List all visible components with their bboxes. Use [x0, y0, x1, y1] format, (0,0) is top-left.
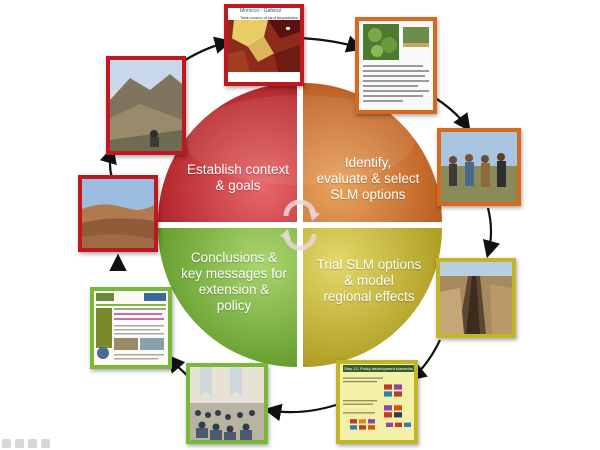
photo-newsletter[interactable] — [90, 287, 172, 369]
arrow-newsletter-to-hills — [109, 253, 127, 272]
label-identify: Identify, evaluate & select SLM options — [316, 155, 420, 202]
photo-plant-document[interactable] — [355, 17, 437, 114]
label-context: Establish context & goals — [186, 162, 290, 193]
photo-farmers-group[interactable] — [437, 128, 521, 206]
next-slide-icon[interactable] — [15, 439, 24, 448]
photo-morocco-map[interactable]: Morocco - Gafsoul Total erosion of land … — [224, 4, 304, 86]
quadrant-conclusions[interactable] — [158, 228, 297, 367]
cycle-arrows-icon — [283, 199, 317, 251]
cycle-arrowhead-top — [309, 209, 320, 221]
photo-barren-hills[interactable] — [78, 175, 158, 252]
photo-mountain-valley[interactable] — [106, 56, 186, 155]
wheel-sheen — [185, 95, 415, 185]
arrow-farmers-to-gully — [482, 207, 500, 259]
quadrant-context[interactable] — [158, 83, 297, 222]
photo-workshop-meeting[interactable] — [186, 363, 268, 444]
cycle-arrowhead-bottom — [280, 229, 291, 241]
arrow-plant-to-farmers — [431, 95, 471, 132]
photo-gully-erosion[interactable] — [436, 258, 516, 338]
cycle-wheel — [158, 83, 442, 367]
pen-icon[interactable] — [28, 439, 37, 448]
quadrant-trial[interactable] — [303, 228, 442, 367]
map-title: Morocco - Gafsoul — [240, 8, 281, 14]
arrow-worksheet-to-workshop — [263, 403, 337, 422]
label-trial: Trial SLM options & model regional effec… — [316, 257, 422, 304]
photo-policy-worksheet[interactable]: Step 12. Policy development scenarios — [336, 360, 418, 444]
label-conclusions: Conclusions & key messages for extension… — [181, 250, 287, 313]
previous-slide-icon[interactable] — [2, 439, 11, 448]
menu-icon[interactable] — [41, 439, 50, 448]
quadrant-identify[interactable] — [303, 83, 442, 222]
arrow-map-to-plant — [299, 35, 365, 53]
map-subtitle: Total erosion of land degradation — [240, 15, 299, 20]
slide-toolbar — [2, 439, 50, 448]
worksheet-title: Step 12. Policy development scenarios — [343, 365, 414, 372]
